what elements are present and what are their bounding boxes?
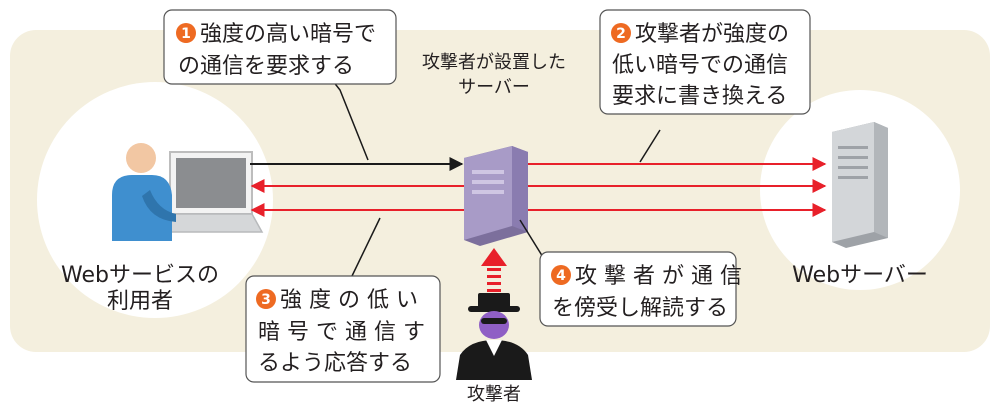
callout-4-line-1: 攻 撃 者 が 通 信 (575, 264, 742, 289)
step-badge-4 (551, 265, 571, 285)
attacker-server-label-line-2: サーバー (458, 77, 530, 98)
attacker-label: 攻撃者 (467, 384, 521, 405)
svg-text:4: 4 (556, 268, 566, 284)
callout-3-line-2: 暗 号 で 通 信 す (258, 320, 425, 345)
web-server-icon (832, 122, 888, 248)
svg-text:3: 3 (261, 292, 271, 308)
spy-hacker-icon (456, 293, 532, 380)
callout-2-line-1: 攻撃者が強度の (635, 22, 789, 47)
callout-1: 1 強度の高い暗号で の通信を要求する (163, 9, 397, 85)
step-badge-1 (176, 23, 196, 43)
web-server-label: Webサーバー (792, 263, 928, 288)
callout-3-pointer (351, 217, 381, 277)
callout-2-line-3: 要求に書き換える (612, 84, 787, 109)
callout-2-line-2: 低い暗号での通信 (612, 53, 788, 78)
callout-4-line-2: を傍受し解読する (552, 296, 728, 321)
callout-3-line-1: 強 度 の 低 い (280, 288, 418, 313)
user-at-laptop-icon (112, 143, 264, 241)
step-badge-3 (256, 289, 276, 309)
attacker-server-label-line-1: 攻撃者が設置した (422, 52, 566, 73)
attacker-server-icon (464, 146, 528, 246)
callout-4: 4 攻 撃 者 が 通 信 を傍受し解読する (539, 251, 742, 327)
step-badge-2 (611, 23, 631, 43)
user-label-line-2: 利用者 (107, 289, 173, 314)
user-label-line-1: Webサービスの (61, 263, 219, 288)
svg-text:1: 1 (181, 26, 191, 42)
callout-1-line-1: 強度の高い暗号で (200, 22, 376, 47)
callout-3: 3 強 度 の 低 い 暗 号 で 通 信 す るよう応答する (245, 275, 441, 383)
callout-2-pointer (639, 129, 661, 163)
callout-3-line-3: るよう応答する (258, 351, 412, 376)
callout-1-line-2: の通信を要求する (178, 54, 354, 79)
svg-text:2: 2 (616, 26, 626, 42)
callout-2: 2 攻撃者が強度の 低い暗号での通信 要求に書き換える (599, 9, 811, 115)
